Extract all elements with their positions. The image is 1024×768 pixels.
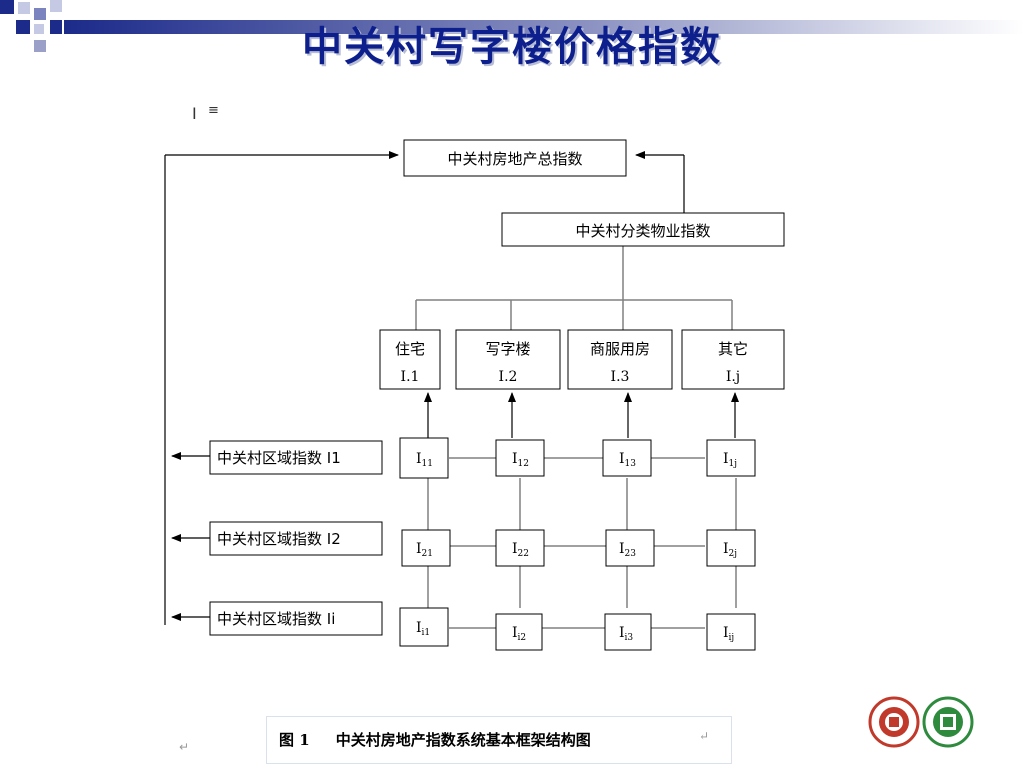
region-label-1: 中关村区域指数 I2	[217, 530, 341, 548]
type-name-1: 写字楼	[485, 340, 530, 358]
text-cursor-icon: I	[192, 104, 197, 123]
grid-cell-2j	[706, 529, 756, 567]
type-code-0: I.1	[401, 369, 420, 385]
figure-caption-box: 图 1 中关村房地产指数系统基本框架结构图 ↵	[266, 716, 732, 764]
category-index-box	[501, 212, 785, 247]
type-box-other	[681, 329, 785, 390]
grid-index-label: Ii2	[512, 625, 526, 643]
figure-caption: 图 1 中关村房地产指数系统基本框架结构图	[279, 731, 591, 749]
grid-cell-11	[399, 437, 449, 479]
grid-index-label: Ii3	[619, 625, 633, 643]
text-align-marker: ≡	[208, 103, 219, 118]
region-box-1	[209, 440, 383, 475]
grid-cell-ij	[706, 613, 756, 651]
paragraph-mark: ↵	[699, 729, 710, 743]
grid-cell-1j	[706, 439, 756, 477]
grid-cell-i3	[604, 613, 652, 651]
paragraph-mark-stray: ↵	[179, 740, 190, 754]
type-box-office	[455, 329, 561, 390]
grid-cell-12	[495, 439, 545, 477]
type-box-commercial	[567, 329, 673, 390]
grid-index-label: I21	[416, 541, 433, 559]
grid-index-label: I13	[619, 451, 636, 469]
region-box-2	[209, 521, 383, 556]
grid-cell-i1	[399, 607, 449, 647]
root-index-label: 中关村房地产总指数	[447, 150, 582, 168]
grid-cell-23	[605, 529, 655, 567]
region-label-0: 中关村区域指数 I1	[217, 449, 341, 467]
type-name-3: 其它	[718, 340, 748, 358]
grid-index-label: I11	[416, 451, 433, 469]
type-name-0: 住宅	[395, 340, 425, 358]
logo-group	[868, 696, 974, 748]
grid-index-label: Iij	[723, 625, 734, 643]
type-code-3: I.j	[726, 369, 740, 385]
grid-index-label: I12	[512, 451, 529, 469]
corner-decoration	[0, 0, 1024, 52]
region-box-i	[209, 601, 383, 636]
region-label-2: 中关村区域指数 Ii	[217, 610, 335, 628]
grid-index-label: I23	[619, 541, 636, 559]
type-box-residential	[379, 329, 441, 390]
grid-index-label: I1j	[723, 451, 737, 469]
grid-index-label: I22	[512, 541, 529, 559]
grid-cell-13	[602, 439, 652, 477]
grid-index-label: I2j	[723, 541, 737, 559]
index-framework-diagram: 中关村房地产总指数 中关村分类物业指数 住宅 I.1 写字楼 I.2 商服用房 I.3 其它…	[164, 139, 785, 651]
university-logo-icon	[868, 696, 920, 748]
grid-cell-21	[401, 529, 451, 567]
grid-cell-22	[495, 529, 545, 567]
type-code-2: I.3	[611, 369, 630, 385]
grid-cell-i2	[495, 613, 543, 651]
category-index-label: 中关村分类物业指数	[575, 222, 710, 240]
institute-logo-icon	[922, 696, 974, 748]
root-index-box	[403, 139, 627, 177]
slide-title: 中关村写字楼价格指数	[302, 24, 722, 70]
type-name-2: 商服用房	[590, 340, 650, 358]
grid-index-label: Ii1	[416, 620, 430, 638]
type-code-1: I.2	[499, 369, 518, 385]
